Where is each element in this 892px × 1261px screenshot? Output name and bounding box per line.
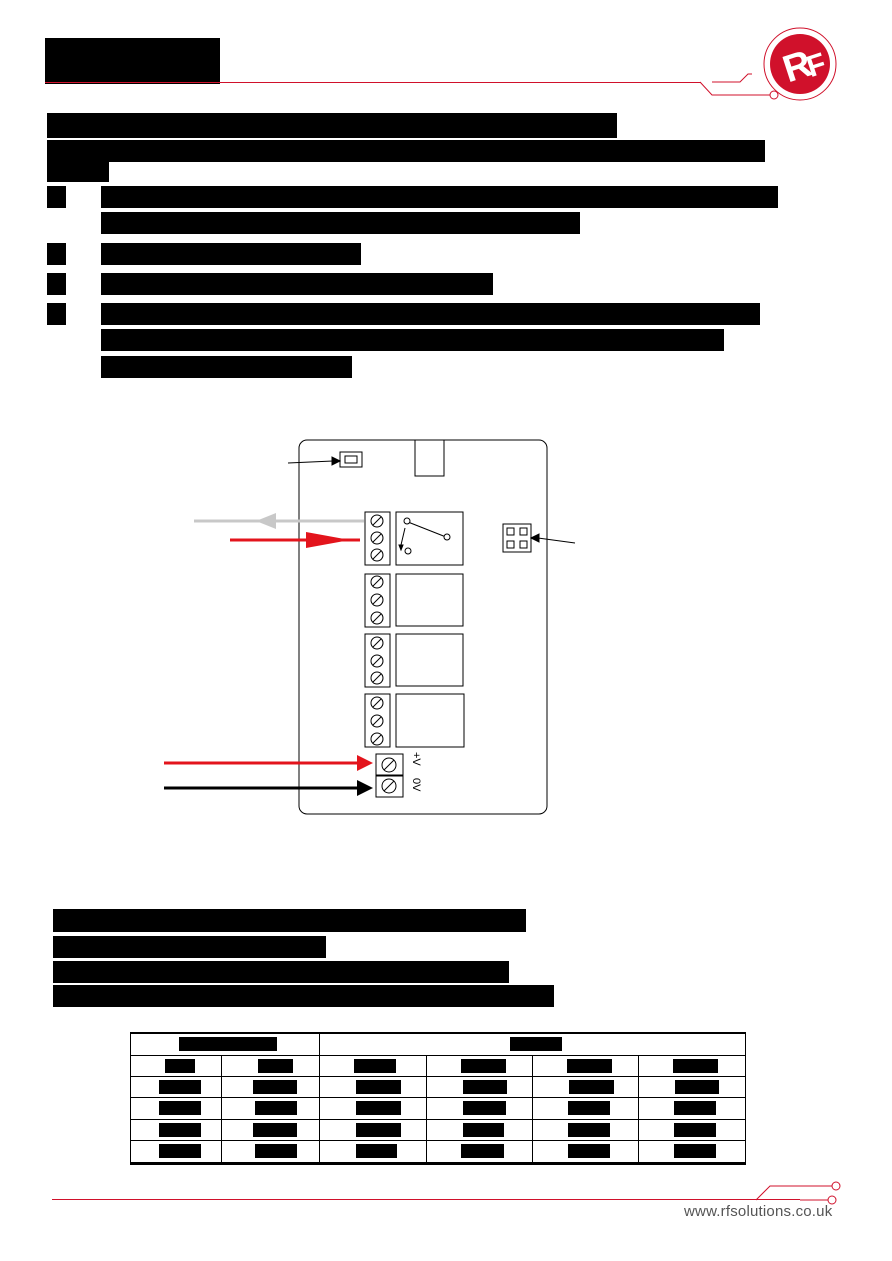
relay-2-box xyxy=(395,573,464,627)
led-component xyxy=(339,451,363,468)
bullet-3 xyxy=(47,273,66,295)
redacted-paragraph-2-line-1 xyxy=(53,909,526,932)
wires xyxy=(164,513,373,796)
header-rule xyxy=(45,82,701,83)
table-row xyxy=(130,1097,746,1120)
redacted-cell xyxy=(673,1058,718,1073)
redacted-bullet-1-line-2 xyxy=(101,212,580,234)
relay-1-box xyxy=(395,511,464,566)
redacted-cell xyxy=(674,1144,716,1159)
redacted-cell xyxy=(674,1101,716,1116)
redacted-cell xyxy=(179,1037,277,1051)
terminal-label-plus-v: +V xyxy=(410,752,422,766)
relay-4-box xyxy=(395,693,465,748)
pcb-diagram xyxy=(298,439,548,815)
relay-3-box xyxy=(395,633,464,687)
header-title-block xyxy=(45,38,220,84)
redacted-paragraph-2-line-3 xyxy=(53,961,509,983)
redacted-cell xyxy=(253,1079,297,1094)
redacted-cell xyxy=(159,1144,201,1159)
bullet-2 xyxy=(47,243,66,265)
relay-contact-symbol xyxy=(398,517,451,555)
redacted-cell xyxy=(165,1058,195,1073)
relay-terminals xyxy=(364,511,465,798)
redacted-paragraph-2-line-4 xyxy=(53,985,554,1007)
redacted-cell xyxy=(356,1101,401,1116)
redacted-cell xyxy=(461,1144,504,1159)
bullet-1 xyxy=(47,186,66,208)
redacted-bullet-4-line-1 xyxy=(101,303,760,325)
redacted-cell xyxy=(354,1058,396,1073)
redacted-cell xyxy=(255,1144,297,1159)
footer-circuit-trace xyxy=(755,1181,841,1205)
redacted-bullet-3 xyxy=(101,273,493,295)
redacted-cell xyxy=(675,1079,719,1094)
footer-url: www.rfsolutions.co.uk xyxy=(684,1203,833,1220)
redacted-bullet-4-line-2 xyxy=(101,329,724,351)
redacted-heading-line-3 xyxy=(47,162,109,182)
bullet-4 xyxy=(47,303,66,325)
redacted-cell xyxy=(255,1101,297,1116)
antenna-connector xyxy=(414,439,445,477)
redacted-heading-line-1 xyxy=(47,113,617,138)
redacted-cell xyxy=(568,1101,610,1116)
redacted-cell xyxy=(356,1079,401,1094)
redacted-cell xyxy=(674,1122,716,1137)
header-circuit-trace xyxy=(699,73,779,100)
table-header-right xyxy=(319,1032,746,1056)
table-row xyxy=(130,1140,746,1165)
redacted-heading-line-2 xyxy=(47,140,765,162)
redacted-cell xyxy=(356,1144,397,1159)
redacted-bullet-2 xyxy=(101,243,361,265)
redacted-cell xyxy=(258,1058,293,1073)
redacted-cell xyxy=(568,1122,610,1137)
table-header-left xyxy=(130,1032,320,1056)
terminal-label-zero-v: 0V xyxy=(410,778,422,792)
redacted-paragraph-2-line-2 xyxy=(53,936,326,958)
redacted-cell xyxy=(463,1101,506,1116)
redacted-cell xyxy=(569,1079,614,1094)
rf-logo: R F xyxy=(763,27,837,101)
redacted-cell xyxy=(159,1079,201,1094)
redacted-cell xyxy=(461,1058,506,1073)
redacted-cell xyxy=(568,1144,610,1159)
redacted-cell xyxy=(159,1122,201,1137)
pcb-outline xyxy=(298,439,548,815)
redacted-bullet-1-line-1 xyxy=(101,186,778,208)
footer-rule xyxy=(52,1199,800,1200)
leader-arrows xyxy=(287,456,576,544)
table-row xyxy=(130,1118,746,1142)
settings-table xyxy=(130,1032,746,1165)
redacted-cell xyxy=(510,1037,562,1051)
redacted-cell xyxy=(253,1122,297,1137)
redacted-bullet-4-line-3 xyxy=(101,356,352,378)
redacted-cell xyxy=(463,1079,507,1094)
redacted-cell xyxy=(567,1058,612,1073)
screw-heads xyxy=(370,514,397,794)
redacted-cell xyxy=(463,1122,504,1137)
redacted-cell xyxy=(159,1101,201,1116)
table-row xyxy=(130,1054,746,1077)
table-header-row xyxy=(130,1032,746,1056)
table-row xyxy=(130,1075,746,1099)
redacted-cell xyxy=(356,1122,401,1137)
